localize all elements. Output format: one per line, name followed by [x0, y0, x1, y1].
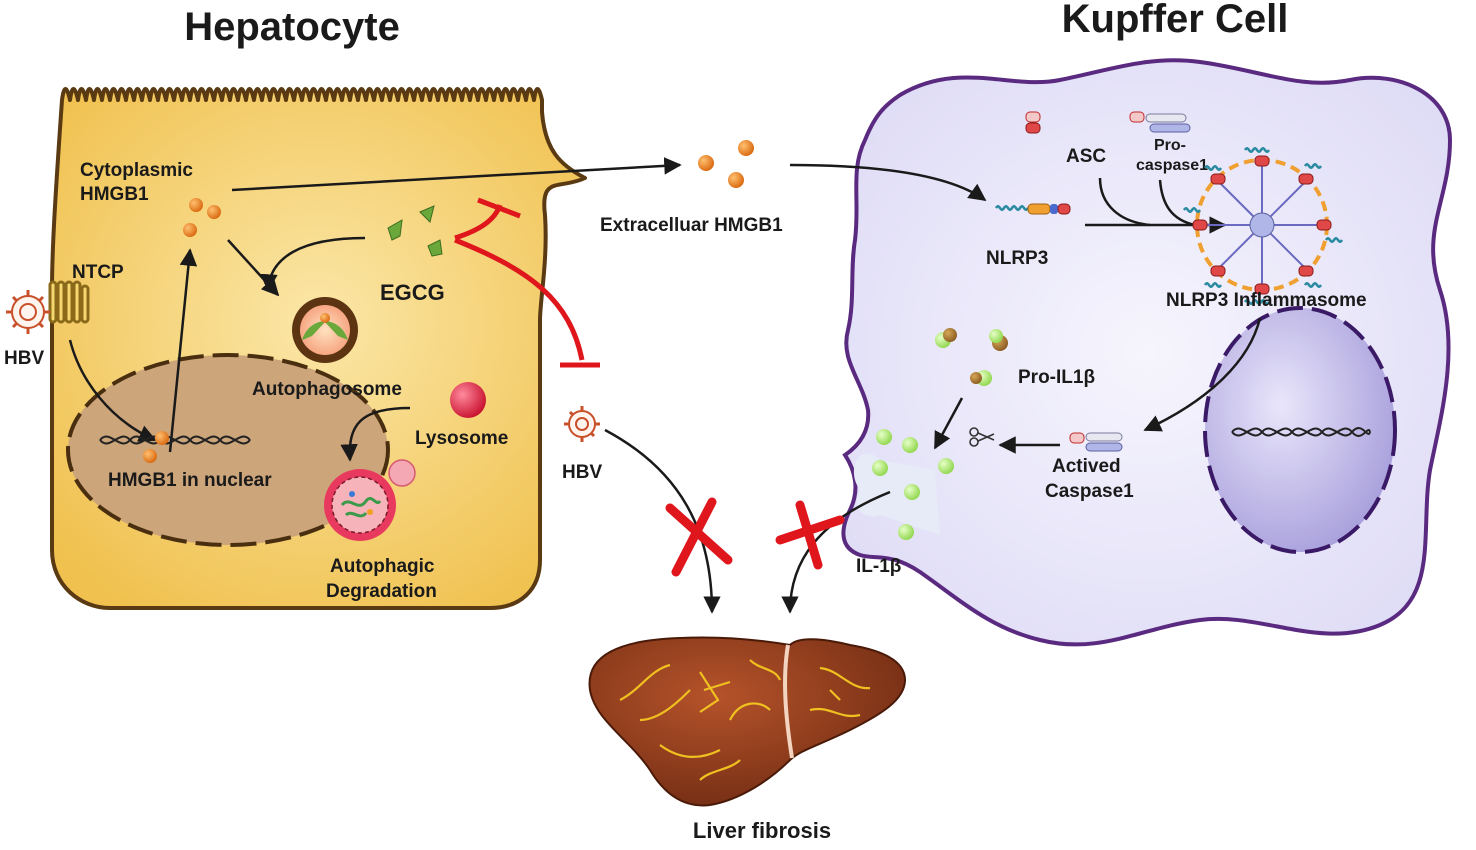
extracellular-label: Extracelluar HMGB1: [600, 215, 783, 236]
actived-caspase-label: Caspase1: [1045, 481, 1134, 502]
nlrp3-protein: [994, 203, 1071, 215]
inflammasome-icon: [1182, 147, 1344, 305]
block-x-icon: [775, 500, 845, 570]
cytoplasmic-hmgb1-dots: [183, 198, 221, 237]
arrow-egcg-curve: [260, 236, 366, 292]
autophagic-label: Autophagic: [330, 556, 435, 577]
kupffer-title: Kupffer Cell: [1062, 0, 1289, 41]
arrow-hbv-to-nucleus: [68, 339, 157, 442]
arrow-procasp-merge: [1158, 179, 1196, 227]
ntcp-label: NTCP: [72, 262, 124, 283]
pro-il1b-dots: [935, 328, 1008, 386]
egcg-leaf: [419, 205, 435, 223]
liver-icon: [588, 636, 907, 807]
il1b-dots: [872, 429, 954, 540]
inhibit-to-hbv: [454, 237, 585, 361]
inflammasome-label: NLRP3 Inflammasome: [1166, 290, 1367, 311]
cytoplasmic-label: HMGB1: [80, 184, 149, 205]
nuclear-hmgb1-dot: [155, 431, 169, 445]
arrow-nucleus-to-cytoplasm: [168, 248, 198, 453]
egcg-molecules: [387, 205, 443, 257]
lysosome: [450, 382, 486, 418]
asc-protein: [1025, 111, 1041, 134]
cytoplasmic-label: Cytoplasmic: [80, 160, 193, 181]
kupffer-cell: [841, 58, 1453, 647]
hbv-label-left: HBV: [4, 348, 44, 369]
nuclear-hmgb1-dot: [143, 449, 157, 463]
autophagic-label: Degradation: [326, 581, 437, 602]
block-x-icon: [665, 497, 733, 577]
hmgb1-dot: [183, 223, 197, 237]
arrow-extracellular-to-nlrp3: [789, 163, 987, 202]
inhibit-bar-secretion: [477, 197, 521, 219]
actived-caspase1-protein: [1069, 432, 1123, 452]
extracellular-hmgb1-dots: [698, 140, 754, 188]
hmgb1-nuclear-label: HMGB1 in nuclear: [108, 470, 272, 491]
arrow-proil1b-to-il1b: [933, 397, 964, 450]
hepatocyte-title: Hepatocyte: [184, 5, 400, 49]
egcg-leaf: [387, 219, 403, 241]
actived-caspase-label: Actived: [1052, 456, 1121, 477]
hbv-label-mid: HBV: [562, 462, 602, 483]
egcg-inhibition: [454, 197, 600, 368]
hbv-virus-icon: [6, 290, 50, 334]
pro-il1b-label: Pro-IL1β: [1018, 367, 1095, 388]
hmgb1-dot: [698, 155, 714, 171]
autophagosome-label: Autophagosome: [252, 379, 402, 400]
hmgb1-dot: [189, 198, 203, 212]
autophagosome: [292, 297, 358, 363]
egcg-leaf: [427, 239, 443, 257]
procaspase-label: Pro-: [1154, 137, 1186, 154]
liver-fibrosis-label: Liver fibrosis: [693, 818, 831, 843]
asc-label: ASC: [1066, 146, 1106, 167]
scissors-icon: [969, 427, 995, 447]
nlrp3-label: NLRP3: [986, 248, 1048, 269]
hmgb1-dot: [728, 172, 744, 188]
hmgb1-dot: [738, 140, 754, 156]
hepatocyte-nucleus: [66, 353, 390, 547]
arrow-hbv-to-liver: [604, 428, 721, 614]
autophagic-degradation: [324, 459, 416, 541]
lysosome-label: Lysosome: [415, 428, 508, 449]
arrow-cytoplasmic-to-extracellular: [231, 157, 682, 192]
arrow-inflammasome-to-caspase: [1143, 317, 1262, 432]
arrow-asc-merge: [1098, 177, 1151, 227]
ntcp-receptor: [48, 280, 90, 324]
pro-caspase1-protein: [1129, 111, 1191, 133]
egcg-label: EGCG: [380, 280, 445, 305]
dna-helix-icon: [99, 435, 251, 445]
hmgb1-dot: [207, 205, 221, 219]
hbv-virus-icon: [564, 406, 600, 442]
procaspase-label: caspase1: [1136, 157, 1208, 174]
arrow-autophagosome-to-degradation: [340, 406, 411, 462]
il1b-label: IL-1β: [856, 556, 901, 577]
dna-helix-icon: [1231, 427, 1371, 437]
kupffer-nucleus: [1203, 306, 1397, 554]
pathway-arrows: [68, 157, 1262, 614]
